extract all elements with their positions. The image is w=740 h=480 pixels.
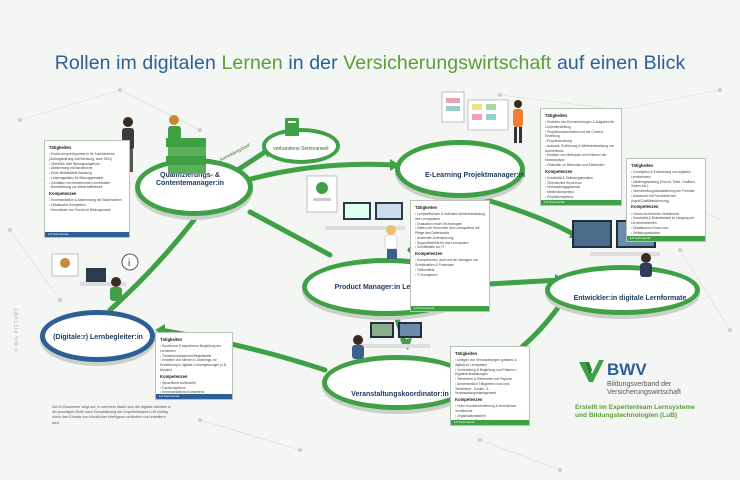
list-item: Anwender-Unterstützung bbox=[415, 236, 485, 241]
list-item: Supportbefehle für das Lernsystem bbox=[415, 241, 485, 246]
list-item: Auswahl, Entführung & Weiterentwicklung … bbox=[545, 144, 617, 154]
list-item: Erstes Ansprechpartner:in für Fachbereic… bbox=[49, 152, 125, 162]
book-icon bbox=[285, 118, 299, 136]
box-veranstaltung: Tätigkeiten Anlegen von Veranstaltungen … bbox=[450, 346, 530, 426]
list-item: Hohe Kundenorientierung & technisches Ve… bbox=[455, 404, 525, 414]
list-item: Schnittstelle zur IT bbox=[415, 245, 485, 250]
list-item: Kommunikations-Kompetenz bbox=[160, 390, 228, 395]
list-item: Organisationstalent bbox=[455, 414, 525, 419]
list-item: Zielkonflikte bbox=[415, 268, 485, 273]
list-item: Konzeption & Entwicklung von digitalen L… bbox=[631, 170, 701, 180]
list-item: IT-Kompetenz bbox=[415, 273, 485, 278]
role-label-elearning: E-Learning Projektmanager:in bbox=[425, 172, 525, 179]
list-item: Kreativität & Selbstorganisation bbox=[545, 176, 617, 181]
list-item: Didaktisches Know-how bbox=[631, 226, 701, 231]
list-item: Kommunikation & Abstimmung mit Stakehold… bbox=[49, 198, 125, 203]
list-item: Hohes technisches Verständnis bbox=[631, 212, 701, 217]
list-item: Lernplattformen & Software-Weiterentwick… bbox=[415, 212, 485, 222]
list-item: Synchrone & asynchrone Begleitung der Le… bbox=[160, 344, 228, 354]
list-item: Selbstorganisation bbox=[631, 231, 701, 236]
bwv-check-icon bbox=[579, 360, 604, 382]
list-item: Medienkompetenz bbox=[545, 190, 617, 195]
footnote: Die KI-Barometer zeigt auf, in welchem M… bbox=[52, 405, 172, 425]
scene-veranstaltung bbox=[352, 322, 430, 359]
list-item: Evaluation neuer Technologien bbox=[415, 222, 485, 227]
platform-veranstaltung bbox=[322, 355, 472, 410]
list-item: Vorbereitung & Begleitung von Präsenz-/ … bbox=[455, 368, 525, 378]
platform-elearning bbox=[395, 140, 525, 198]
list-item: Administration Tätigkeiten rund ums Teil… bbox=[455, 382, 525, 396]
list-item: Leistungsbilanz für Bildungsbedarfe bbox=[49, 176, 125, 181]
list-item: Kreativität & Belastbarkeit im Umgang mi… bbox=[631, 216, 701, 226]
list-item: Projektkommunikation mit der Content Ers… bbox=[545, 130, 617, 140]
list-item: Transfermaßnahmen/Begleitstelle bbox=[160, 354, 228, 359]
seminar-label: verbandene Seminarwelt bbox=[273, 146, 329, 152]
box-product: Tätigkeiten Lernplattformen & Software-W… bbox=[410, 200, 490, 312]
list-item: Halten der Kernrollen des Lernsystems mi… bbox=[415, 226, 485, 236]
image-credit: © BIG PICTURY bbox=[14, 307, 20, 352]
list-item: Erstellen von Kennzeichungen & Aufgaben … bbox=[545, 120, 617, 130]
list-item: Berufsbildung zur Wirtschaftlichkeit bbox=[49, 185, 125, 190]
platform-lernbegleiter bbox=[40, 310, 155, 362]
list-item: Anlegen von Veranstaltungen (präsenz & d… bbox=[455, 358, 525, 368]
arrow-elearn-to-entw bbox=[467, 192, 578, 238]
list-item: Erste bildbetaltete Beratung bbox=[49, 171, 125, 176]
role-label-veranstaltung: Veranstaltungskoordinator:in bbox=[351, 391, 449, 398]
list-item: Kontakter von bestehenden Lerninhalten bbox=[49, 181, 125, 186]
scene-lernbegleiter: i bbox=[51, 253, 139, 301]
list-item: Überarbeitung/Aktualisierung der Formate bbox=[631, 189, 701, 194]
list-item: Mediengestaltung (Sound, Texte, Grafiken… bbox=[631, 180, 701, 190]
list-item: Kenntnisse von Trends im Bildungsmarkt bbox=[49, 208, 125, 213]
role-label-qualifizierung: Qualifizierungs- & Contentemanager:in bbox=[155, 172, 225, 188]
list-item: Sprachliche Aufforstellt bbox=[160, 381, 228, 386]
list-item: Projektsteuerung bbox=[545, 139, 617, 144]
list-item: Projektkompetenz bbox=[545, 195, 617, 200]
box-elearning: Tätigkeiten Erstellen von Kennzeichungen… bbox=[540, 108, 622, 206]
list-item: Kompetenzen, auch mit der Managen von Sc… bbox=[415, 258, 485, 268]
seminar-platform bbox=[262, 128, 340, 164]
role-label-lernbegleiter: (Digitale:r) Lernbegleiter:in bbox=[53, 334, 143, 341]
box-qualifizierung: Tätigkeiten Erstes Ansprechpartner:in fü… bbox=[44, 140, 130, 238]
list-item: Abstimmung mit Beraterinne bbox=[49, 166, 125, 171]
list-item: Erstellen von kleinen E-Learnings zur Er… bbox=[160, 358, 228, 372]
role-label-product: Product Manager:in Lernsysteme bbox=[334, 284, 446, 291]
list-item: Austausch mit Fachbereichen (Input/Quali… bbox=[631, 194, 701, 204]
list-item: Obachten zu Methoden und Elementen bbox=[545, 163, 617, 168]
role-label-entwickler: Entwickler:in digitale Lernformate bbox=[573, 295, 687, 302]
list-item: Erklären von Methoden und Kriterien der … bbox=[545, 153, 617, 163]
scene-elearning bbox=[441, 91, 523, 143]
box-qual-tasks: Erstes Ansprechpartner:in für Fachbereic… bbox=[49, 152, 125, 190]
list-item: Technisches Know-how bbox=[545, 181, 617, 186]
arrow-qual-to-product bbox=[247, 209, 333, 258]
page-title: Rollen im digitalen Lernen in der Versic… bbox=[54, 52, 686, 74]
box-lernbegleiter: Tätigkeiten Synchrone & asynchrone Begle… bbox=[155, 332, 233, 400]
platform-entwickler bbox=[545, 265, 700, 315]
list-item: Überblick über Bildungsangebote bbox=[49, 162, 125, 167]
box-entwickler: Tätigkeiten Konzeption & Entwicklung von… bbox=[626, 158, 706, 242]
box-qual-skills: Kommunikation & Abstimmung mit Stakehold… bbox=[49, 198, 125, 212]
list-item: Didaktische Kompetenz bbox=[49, 203, 125, 208]
svg-text:i: i bbox=[128, 258, 130, 269]
list-item: Teilnehmer & Referenten wie Reporte bbox=[455, 377, 525, 382]
list-item: Verhandlungsgeschick bbox=[545, 185, 617, 190]
list-item: Fachkompetenz bbox=[160, 386, 228, 391]
scene-product bbox=[306, 175, 405, 259]
